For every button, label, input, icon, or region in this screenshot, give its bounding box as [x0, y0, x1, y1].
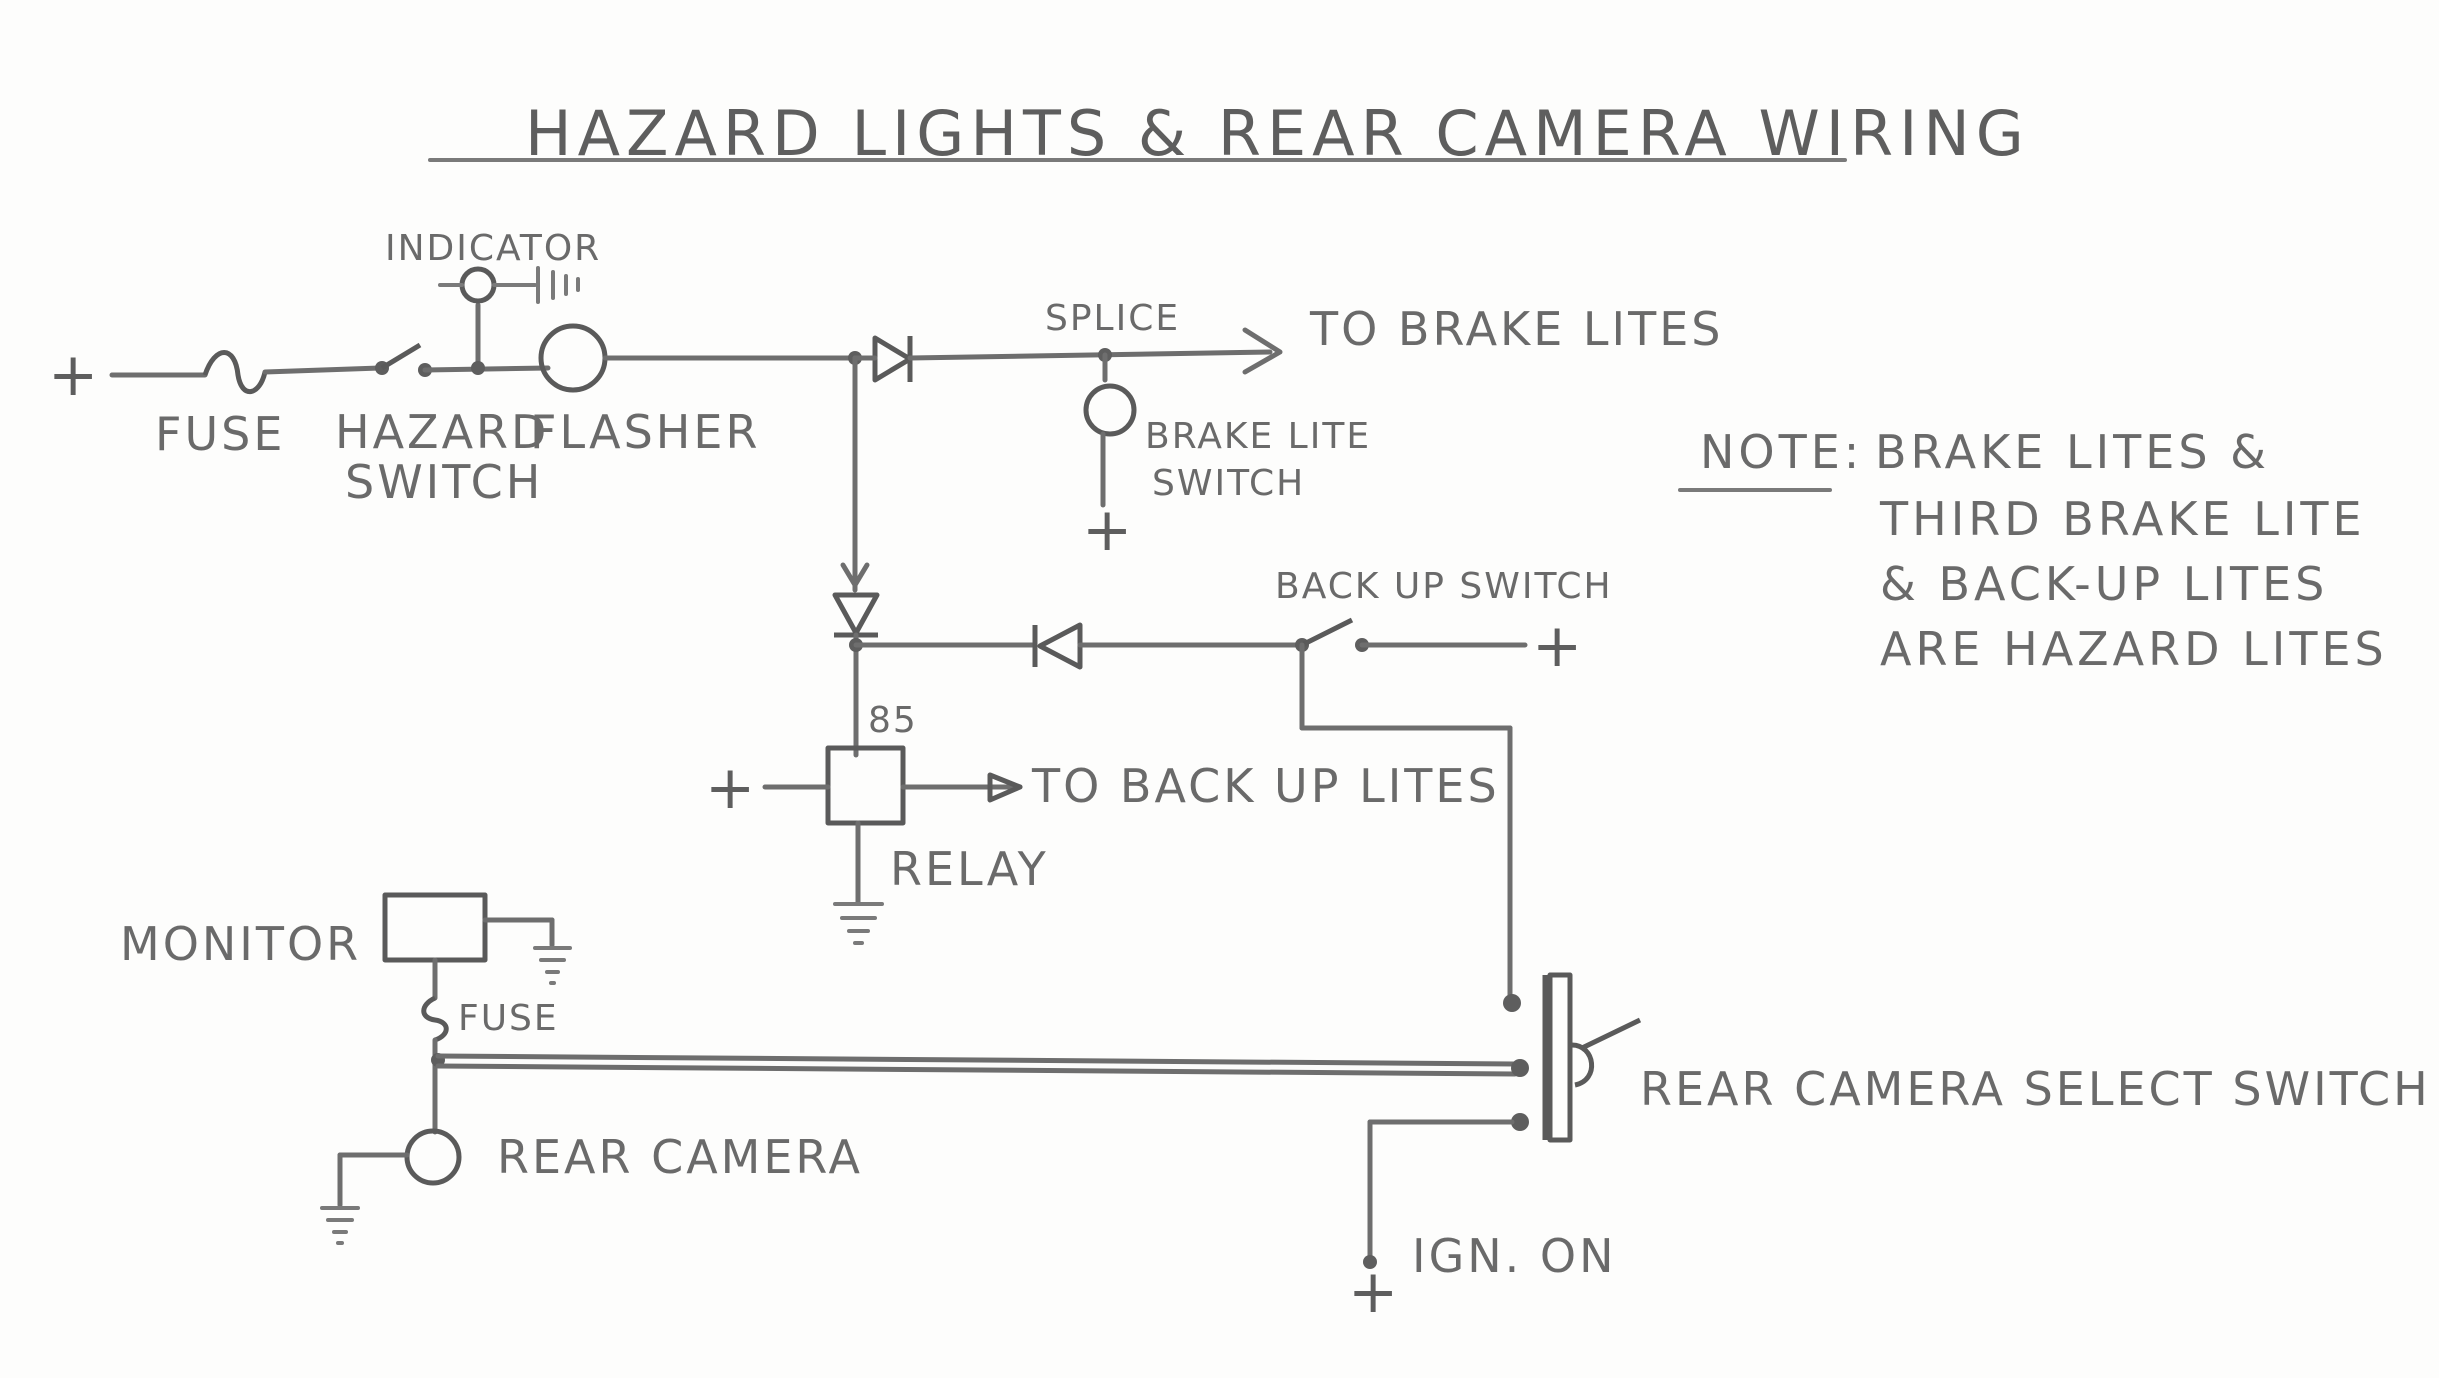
hazard-switch-blade	[380, 342, 422, 371]
rear-camera-select-switch-label: REAR CAMERA SELECT SWITCH	[1640, 1062, 2431, 1116]
to-brake-lites-label: TO BRAKE LITES	[1309, 302, 1723, 356]
brake-lite-switch-label-1: BRAKE LITE	[1145, 416, 1371, 457]
select-switch-terminal-2	[1511, 1059, 1529, 1077]
brake-diode-icon	[872, 335, 913, 383]
monitor-symbol	[382, 892, 488, 963]
signal-line-b	[435, 1063, 1518, 1077]
monitor-fuse-label: FUSE	[458, 998, 559, 1039]
to-back-up-lites-label: TO BACK UP LITES	[1031, 759, 1500, 813]
fuse-symbol	[202, 350, 268, 395]
indicator-label: INDICATOR	[385, 228, 601, 269]
note-line-4: ARE HAZARD LITES	[1880, 622, 2388, 676]
monitor-fuse-symbol	[421, 995, 449, 1043]
ign-on-plus: +	[1348, 1257, 1398, 1327]
relay-label: RELAY	[890, 842, 1049, 896]
switch-to-flasher-wire	[422, 365, 551, 373]
flasher-label: FLASHER	[530, 405, 760, 459]
back-up-switch-label: BACK UP SWITCH	[1275, 566, 1613, 607]
relay-plus: +	[705, 753, 755, 823]
note-line-1: BRAKE LITES &	[1875, 425, 2270, 479]
diagram-title: HAZARD LIGHTS & REAR CAMERA WIRING	[525, 97, 2030, 170]
rear-camera-symbol	[404, 1128, 462, 1186]
brake-lite-switch-symbol	[1083, 383, 1137, 437]
hazard-switch-label-2: SWITCH	[345, 455, 543, 509]
fuse-label: FUSE	[155, 407, 285, 461]
select-switch-terminal-1	[1503, 994, 1521, 1012]
to-brake-lites-arrow-icon	[1242, 327, 1283, 375]
splice-label: SPLICE	[1045, 298, 1180, 339]
ign-on-junction	[1363, 1255, 1377, 1269]
to-back-up-lites-arrow-icon	[987, 772, 1023, 803]
flasher-symbol	[538, 323, 608, 393]
backup-switch-plus: +	[1532, 611, 1582, 681]
fuse-to-switch-wire	[262, 365, 383, 375]
select-switch-lever-icon	[1571, 1017, 1642, 1088]
select-switch-terminal-3	[1511, 1113, 1529, 1131]
monitor-label: MONITOR	[120, 917, 361, 971]
note-line-3: & BACK-UP LITES	[1880, 557, 2328, 611]
relay-diode-icon	[832, 592, 880, 638]
relay-symbol	[825, 745, 906, 826]
diode-to-splice-wire	[907, 349, 1273, 361]
note-heading: NOTE:	[1700, 425, 1863, 479]
ign-on-label: IGN. ON	[1412, 1229, 1616, 1283]
battery-plus-left: +	[48, 340, 98, 410]
backup-diode-icon	[1032, 622, 1083, 670]
brake-switch-plus: +	[1082, 495, 1132, 565]
relay-pin-85-label: 85	[868, 700, 918, 741]
hazard-switch-label-1: HAZARD	[335, 405, 549, 459]
note-line-2: THIRD BRAKE LITE	[1879, 492, 2366, 546]
trunk-arrow-icon	[840, 562, 870, 588]
rear-camera-label: REAR CAMERA	[497, 1130, 863, 1184]
brake-lite-switch-label-2: SWITCH	[1152, 463, 1305, 504]
signal-line-a	[435, 1053, 1518, 1067]
indicator-junction	[471, 361, 485, 375]
select-switch-body	[1547, 972, 1573, 1143]
indicator-lamp-icon	[459, 266, 497, 304]
backup-switch-blade	[1300, 617, 1354, 648]
